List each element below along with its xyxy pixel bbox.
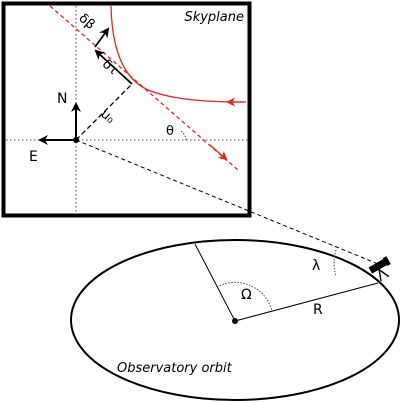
impact-parameter-line bbox=[75, 83, 133, 141]
delta-tau-arrow bbox=[94, 49, 133, 85]
theta-angle-arc bbox=[180, 130, 187, 141]
delta-beta-arrow bbox=[94, 27, 110, 48]
theta-label: θ bbox=[166, 124, 174, 139]
omega-label: Ω bbox=[241, 287, 252, 303]
observatory-orbit-ellipse bbox=[70, 239, 400, 401]
orbit-title: Observatory orbit bbox=[117, 361, 233, 376]
lambda-angle-arc bbox=[333, 249, 337, 277]
line-of-sight bbox=[75, 139, 379, 265]
skyplane-frame bbox=[1, 1, 252, 218]
radius-label: R bbox=[313, 302, 323, 318]
node-line bbox=[194, 243, 236, 322]
east-label: E bbox=[29, 149, 38, 165]
orbit-panel: Ω λ R Observatory orbit bbox=[70, 239, 400, 401]
skyplane-title: Skyplane bbox=[184, 10, 244, 25]
skyplane-panel: θ u₀ δτ δβ N E Skyplane bbox=[1, 1, 252, 218]
omega-angle-arc bbox=[216, 281, 273, 312]
parallax-trajectory-curve bbox=[110, 5, 244, 103]
straight-trajectory-arrow bbox=[209, 144, 228, 161]
lambda-label: λ bbox=[312, 258, 320, 274]
orbit-center-point bbox=[232, 318, 238, 324]
north-label: N bbox=[57, 91, 67, 107]
radius-line bbox=[234, 282, 379, 322]
telescope-icon bbox=[368, 256, 391, 282]
